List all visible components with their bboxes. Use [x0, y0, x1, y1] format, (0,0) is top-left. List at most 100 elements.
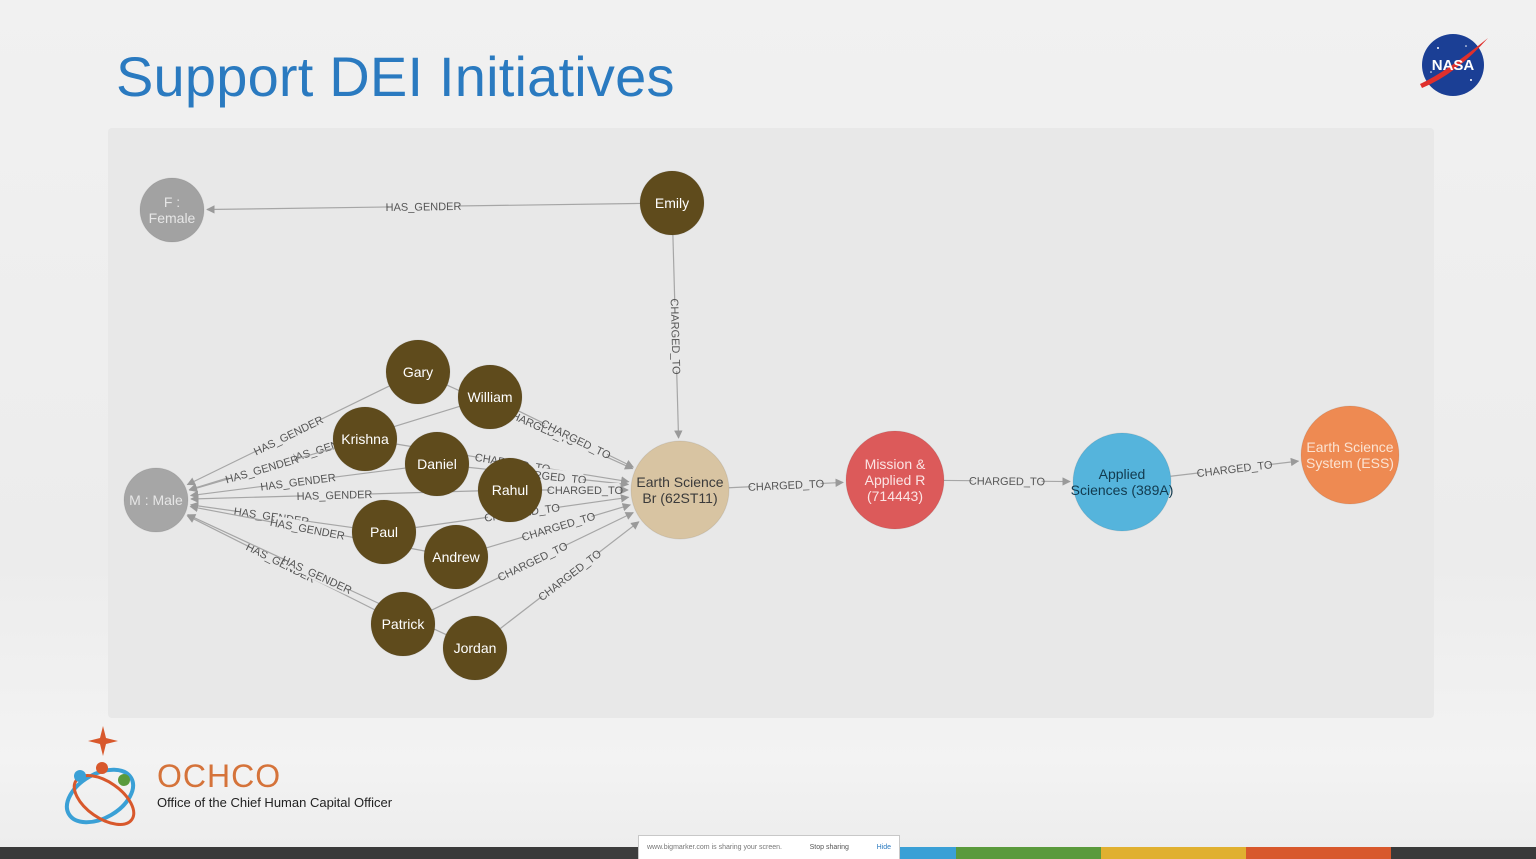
edge-label-background [537, 548, 601, 601]
node-label: Applied R [865, 472, 926, 488]
screen-share-message: www.bigmarker.com is sharing your screen… [647, 844, 782, 851]
node-label: Daniel [417, 456, 457, 472]
node-label: Female [149, 210, 196, 226]
edge-label-background [226, 452, 297, 485]
node-circle[interactable] [370, 591, 436, 657]
edge-label-background [272, 515, 343, 542]
edge-label-background [550, 483, 620, 496]
edge-label: CHARGED_TO [547, 485, 624, 497]
node-label: Paul [370, 524, 398, 540]
edge-label-background [523, 509, 594, 543]
bar-segment [1101, 847, 1246, 859]
graph-node-andrew[interactable]: Andrew [423, 524, 489, 590]
graph-node-william[interactable]: William [457, 364, 523, 430]
graph-canvas[interactable] [108, 128, 1434, 718]
node-circle[interactable] [423, 524, 489, 590]
node-circle[interactable] [139, 177, 205, 243]
graph-node-paul[interactable]: Paul [351, 499, 417, 565]
node-label: (714443) [867, 488, 923, 504]
hide-button[interactable]: Hide [876, 844, 891, 851]
node-label: Earth Science [636, 474, 723, 490]
node-label: Earth Science [1306, 439, 1393, 455]
graph-edge[interactable]: CHARGED_TO [668, 234, 684, 439]
ochco-name: OCHCO [157, 758, 282, 794]
edge-label-background [247, 540, 315, 584]
nasa-logo: NASA [1420, 34, 1488, 96]
node-label: Gary [403, 364, 433, 380]
node-label: William [467, 389, 512, 405]
bar-segment [300, 847, 600, 859]
ochco-subtitle: Office of the Chief Human Capital Office… [157, 795, 393, 810]
edge-label-background [299, 486, 370, 502]
graph-edge[interactable]: CHARGED_TO [542, 483, 629, 497]
edge-label: CHARGED_TO [969, 476, 1046, 489]
node-circle[interactable] [457, 364, 523, 430]
graph-node-daniel[interactable]: Daniel [404, 431, 470, 497]
node-label: Andrew [432, 549, 480, 565]
svg-text:NASA: NASA [1432, 57, 1475, 74]
graph-node-krishna[interactable]: Krishna [332, 406, 398, 472]
edge-label: CHARGED_TO [539, 418, 613, 462]
node-label: Applied [1099, 466, 1146, 482]
graph-edge[interactable]: HAS_GENDER [190, 486, 479, 503]
node-circle[interactable] [845, 430, 945, 530]
edge-label-background [262, 470, 333, 493]
graph-node-patrick[interactable]: Patrick [370, 591, 436, 657]
screen-share-banner: www.bigmarker.com is sharing your screen… [638, 835, 900, 859]
node-circle[interactable] [1300, 405, 1400, 505]
edge-label-background [972, 473, 1042, 488]
graph-edge[interactable]: CHARGED_TO [518, 410, 635, 468]
bar-segment [900, 847, 956, 859]
node-circle[interactable] [404, 431, 470, 497]
edge-label: HAS_GENDER [386, 201, 462, 214]
graph-node-female[interactable]: F :Female [139, 177, 205, 243]
graph-node-male[interactable]: M : Male [123, 467, 189, 533]
bar-segment [0, 847, 300, 859]
edge-label: HAS_GENDER [296, 489, 372, 503]
edge-label-background [498, 540, 567, 582]
graph-node-jordan[interactable]: Jordan [442, 615, 508, 681]
node-circle[interactable] [477, 457, 543, 523]
node-circle[interactable] [351, 499, 417, 565]
edge-label-background [542, 417, 611, 460]
node-circle[interactable] [630, 440, 730, 540]
edge-label-background [1199, 457, 1270, 479]
edge-label: CHARGED_TO [748, 478, 825, 494]
bar-segment [956, 847, 1101, 859]
node-label: System (ESS) [1306, 455, 1394, 471]
node-label: F : [164, 194, 180, 210]
graph-edge[interactable]: HAS_GENDER [206, 198, 641, 214]
edge-label-background [388, 198, 459, 213]
graph-node-rahul[interactable]: Rahul [477, 457, 543, 523]
edge-label-background [751, 476, 821, 493]
node-label: Mission & [865, 456, 926, 472]
node-circle[interactable] [332, 406, 398, 472]
graph-node-gary[interactable]: Gary [385, 339, 451, 405]
edge-label-background [668, 301, 684, 372]
graph-edge[interactable]: CHARGED_TO [728, 476, 844, 494]
graph-edge[interactable]: CHARGED_TO [1170, 457, 1300, 480]
graph-node-emily[interactable]: Emily [639, 170, 705, 236]
graph-edge[interactable]: CHARGED_TO [943, 473, 1071, 489]
edge-label: HAS_GENDER [280, 554, 354, 597]
node-circle[interactable] [385, 339, 451, 405]
edge-label-background [254, 413, 322, 456]
node-circle[interactable] [123, 467, 189, 533]
stop-sharing-button[interactable]: Stop sharing [809, 844, 849, 851]
node-label: M : Male [129, 492, 183, 508]
node-circle[interactable] [639, 170, 705, 236]
node-circle[interactable] [442, 615, 508, 681]
edge-label: CHARGED_TO [668, 298, 682, 375]
node-label: Emily [655, 195, 689, 211]
slide-title: Support DEI Initiatives [116, 45, 675, 108]
node-label: Sciences (389A) [1071, 482, 1174, 498]
bar-segment [1391, 847, 1536, 859]
edge-label-background [283, 553, 352, 595]
graph-node-mission[interactable]: Mission &Applied R(714443) [845, 430, 945, 530]
node-label: Patrick [382, 616, 426, 632]
node-circle[interactable] [1072, 432, 1172, 532]
